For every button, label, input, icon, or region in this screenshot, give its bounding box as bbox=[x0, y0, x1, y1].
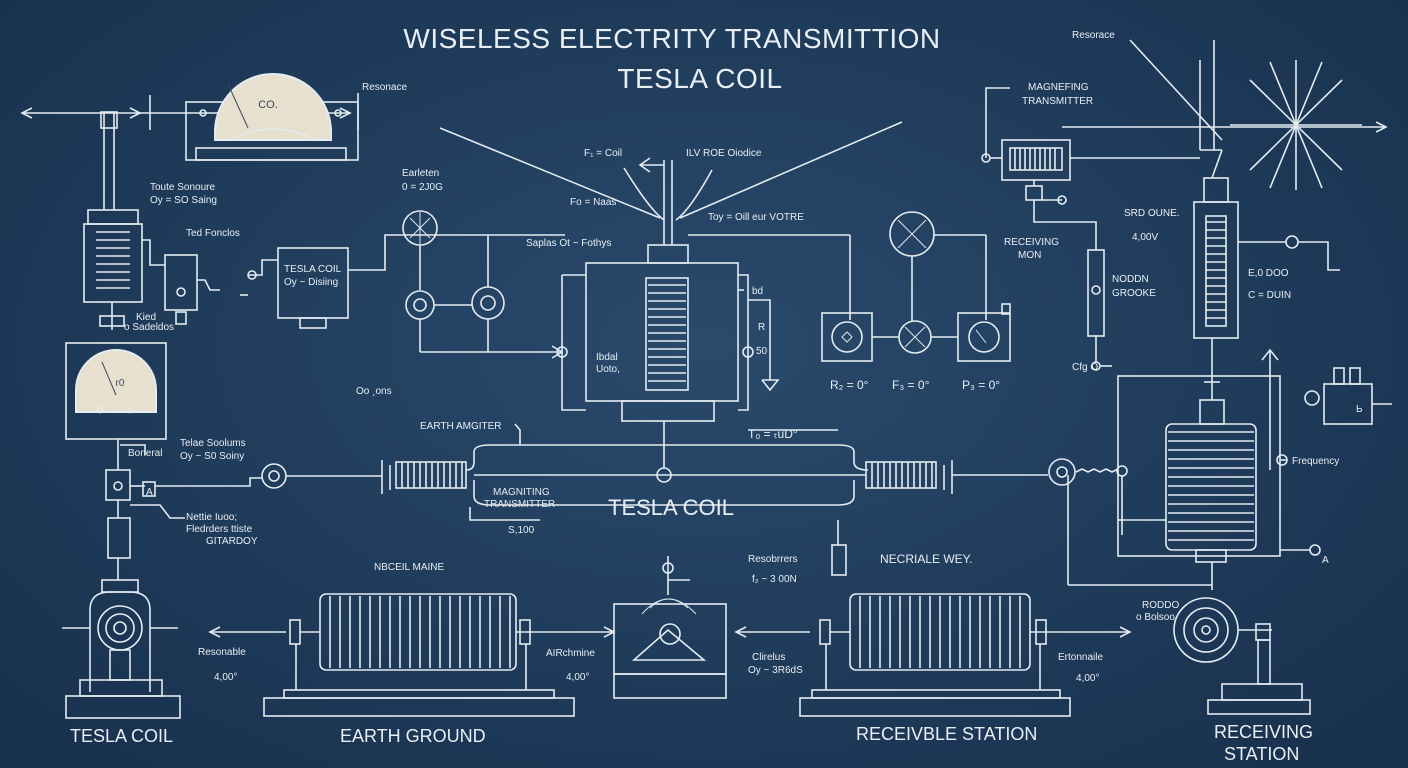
receiving-label-2: MON bbox=[1018, 250, 1041, 261]
nettie-label-3: GITARDOY bbox=[206, 536, 258, 547]
nbcell-label: NBCEIL MAINE bbox=[374, 562, 445, 573]
meter-ra-label: R₂ = 0° bbox=[830, 378, 869, 392]
tesla-soolums-label-2: Oy ~ S0 Soiny bbox=[180, 451, 244, 462]
tesla-coil-box-label-1: TESLA COIL bbox=[284, 264, 342, 275]
top-gauge-value: CO. bbox=[258, 99, 278, 111]
center-left-circuit bbox=[240, 210, 565, 359]
right-side-receiver bbox=[981, 39, 1392, 715]
sro-label-2: 4,00V bbox=[1132, 232, 1158, 243]
center-tesla-coil bbox=[439, 121, 903, 445]
left-tower bbox=[83, 111, 220, 330]
airchmine-label: AIRchmine bbox=[546, 648, 595, 659]
meter-fb-label: F₃ = 0° bbox=[892, 378, 930, 392]
fo-label: Fo = Naas bbox=[570, 197, 616, 208]
mag-label-1: MAGNEFING bbox=[1028, 82, 1089, 93]
nettie-label-1: Nettie Iuoo; bbox=[186, 512, 237, 523]
tower-label-1: Toute Sonoure bbox=[150, 182, 215, 193]
magnet-label-3: S,100 bbox=[508, 525, 535, 536]
earth-label-1: Earleten bbox=[402, 168, 439, 179]
receiving-label-1: RECEIVING bbox=[1004, 237, 1059, 248]
bottom-label-receiving-1: RECEIVING bbox=[1214, 722, 1313, 742]
resonance-label-topleft: Resonace bbox=[362, 82, 407, 93]
ertonnaile-value: 4,00° bbox=[1076, 673, 1099, 684]
c-duin-label: C = DUIN bbox=[1248, 290, 1291, 301]
mid-row-transmission bbox=[381, 423, 1128, 576]
toy-label: Toy = Oill eur VOTRE bbox=[708, 212, 804, 223]
top-left-section: CO. Resonace Toute Sonoure Oy = SO Saing… bbox=[20, 73, 407, 333]
fc-label: F₁ = Coil bbox=[584, 148, 622, 159]
bottom-label-receivble-station: RECEIVBLE STATION bbox=[856, 724, 1037, 744]
earth-label-2: 0 = 2J0G bbox=[402, 182, 443, 193]
bd-label: bd bbox=[752, 286, 763, 297]
magnet-label-2: TRANSMITTER bbox=[484, 499, 555, 510]
c00-label: E,0 DOO bbox=[1248, 268, 1289, 279]
diagram-subtitle: TESLA COIL bbox=[617, 63, 782, 94]
negrale-label: NECRIALE WEY. bbox=[880, 552, 972, 566]
small-right-label-1: RODDO bbox=[1142, 600, 1179, 611]
clirelus-label-2: Oy ~ 3R6dS bbox=[748, 665, 803, 676]
bottom-label-receiving-2: STATION bbox=[1224, 744, 1299, 764]
d2-label: A bbox=[1322, 555, 1329, 566]
inner-coil-label-2: Uoto, bbox=[596, 364, 620, 375]
r50-label: 50 bbox=[756, 346, 768, 357]
resobrrers-label-2: f₂ ~ 3 00N bbox=[752, 574, 797, 585]
top-gauge: CO. bbox=[185, 73, 359, 161]
base-label-2: o Sadeldos bbox=[124, 322, 174, 333]
left-gauge-value: r0 bbox=[116, 378, 125, 389]
bottom-coils bbox=[208, 556, 1132, 717]
clirelus-label-1: Clirelus bbox=[752, 652, 785, 663]
sro-label-1: SRD OUNE. bbox=[1124, 208, 1180, 219]
magnet-label-1: MAGNITING bbox=[493, 487, 550, 498]
bottom-label-tesla-coil: TESLA COIL bbox=[70, 726, 173, 746]
saplas-label: Saplas Ot ~ Fothys bbox=[526, 238, 611, 249]
ogo-label: Cfg O bbox=[1072, 362, 1098, 373]
resonance-label-right: Resorace bbox=[1072, 30, 1115, 41]
earth-amp-label: EARTH AMGITER bbox=[420, 421, 502, 432]
nettie-label-2: Fledrders ttiste bbox=[186, 524, 253, 535]
boneral-label: Boneral bbox=[128, 448, 162, 459]
airchmine-value: 4,00° bbox=[566, 672, 589, 683]
resonable-value: 4,00° bbox=[214, 672, 237, 683]
meter-pb-label: P₃ = 0° bbox=[962, 378, 1000, 392]
tesla-coil-center-label: TESLA COIL bbox=[608, 495, 734, 520]
frequency-label: Frequency bbox=[1292, 456, 1339, 467]
ertonnaile-label: Ertonnaile bbox=[1058, 652, 1103, 663]
center-right-meters bbox=[821, 211, 1011, 362]
starburst bbox=[1230, 60, 1362, 190]
tesla-coil-box-label-2: Oy ~ Disiing bbox=[284, 277, 338, 288]
diagram-title: WISELESS ELECTRITY TRANSMITTION bbox=[403, 23, 940, 54]
to-label: T₀ = ₜuD° bbox=[748, 427, 798, 441]
d1-label: Ь bbox=[1356, 404, 1363, 415]
resonable-label: Resonable bbox=[198, 647, 246, 658]
left-generator bbox=[62, 579, 181, 719]
noddn-label-1: NODDN bbox=[1112, 274, 1149, 285]
ohm-label: Oo ¸ons bbox=[356, 386, 392, 397]
tesla-soolums-label-1: Telae Soolums bbox=[180, 438, 246, 449]
tower-label-2: Oy = SO Saing bbox=[150, 195, 217, 206]
cap-label: Ted Fonclos bbox=[186, 228, 240, 239]
r5-label: R bbox=[758, 322, 765, 333]
mag-label-2: TRANSMITTER bbox=[1022, 96, 1093, 107]
noddn-label-2: GROOKE bbox=[1112, 288, 1156, 299]
inner-coil-label-1: Ibdal bbox=[596, 352, 618, 363]
resobrrers-label-1: Resobrrers bbox=[748, 554, 797, 565]
marker-a: A bbox=[146, 487, 153, 498]
base-label-1: Kied bbox=[136, 312, 156, 323]
small-right-label-2: o Bolsoo bbox=[1136, 612, 1175, 623]
bottom-label-earth-ground: EARTH GROUND bbox=[340, 726, 486, 746]
ilv-label: ILV ROE Oiodice bbox=[686, 148, 762, 159]
left-gauge-panel: r0 bbox=[65, 342, 382, 580]
